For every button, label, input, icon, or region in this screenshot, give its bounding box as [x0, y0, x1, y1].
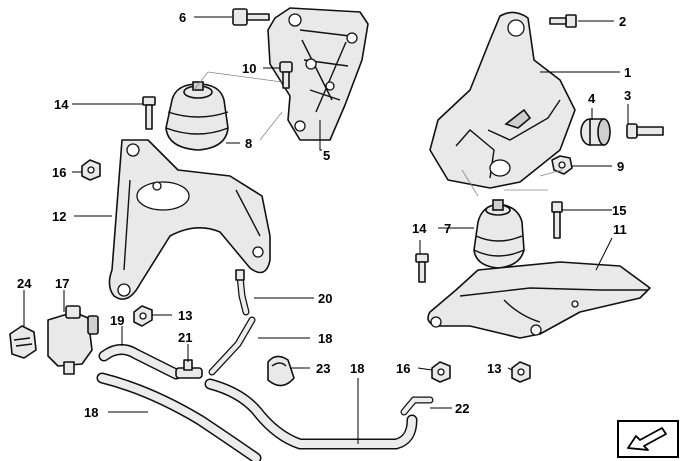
nut-9: [551, 155, 573, 175]
callout-18-right: 18: [350, 361, 364, 376]
bracket-1: [429, 11, 576, 189]
nut-16-left: [81, 159, 101, 181]
callout-17: 17: [55, 276, 69, 291]
callout-21: 21: [178, 330, 192, 345]
direction-arrow-icon: [617, 420, 679, 458]
callout-23: 23: [316, 361, 330, 376]
callout-13-left: 13: [178, 308, 192, 323]
solenoid-valve-17: [47, 305, 99, 375]
hose-18-long: [204, 378, 418, 450]
callout-24: 24: [17, 276, 32, 291]
callout-6: 6: [179, 10, 186, 25]
hose-18-lower: [96, 372, 262, 461]
callout-4: 4: [588, 91, 596, 106]
callout-18-mid: 18: [318, 331, 332, 346]
callout-20: 20: [318, 291, 332, 306]
hose-19: [98, 344, 182, 380]
callout-8: 8: [245, 136, 252, 151]
callout-1: 1: [624, 65, 631, 80]
bolt-3: [626, 123, 664, 139]
bracket-5: [267, 7, 369, 141]
callout-10: 10: [242, 61, 256, 76]
engine-mount-7: [473, 199, 525, 269]
callout-16-right: 16: [396, 361, 410, 376]
bolt-14-right: [415, 253, 429, 283]
callout-labels: 6 10 14 8 5 16 12 13 2 1 4 3 9 7 14 15 1…: [17, 10, 631, 420]
callout-14-left: 14: [54, 97, 69, 112]
callout-2: 2: [619, 14, 626, 29]
hose-18-mid: [208, 316, 256, 376]
clip-24: [9, 325, 37, 359]
bushing-4: [580, 118, 611, 146]
callout-14-right: 14: [412, 221, 427, 236]
callout-16-left: 16: [52, 165, 66, 180]
bolt-15: [551, 201, 563, 239]
bolt-10: [279, 61, 293, 89]
support-arm-12: [108, 139, 271, 300]
nut-13-right: [511, 361, 531, 383]
callout-9: 9: [617, 159, 624, 174]
callout-13-right: 13: [487, 361, 501, 376]
callout-3: 3: [624, 88, 631, 103]
line-20: [235, 269, 250, 316]
t-connector-21: [175, 359, 203, 379]
callout-11: 11: [613, 222, 627, 237]
nut-16-right: [431, 361, 451, 383]
bolt-14-left: [142, 96, 156, 130]
bolt-2: [549, 14, 577, 28]
leader-lines: [23, 16, 629, 444]
callout-7: 7: [444, 221, 451, 236]
callout-19: 19: [110, 313, 124, 328]
dashed-guides: [193, 71, 563, 197]
engine-mount-8: [165, 81, 229, 151]
callout-15: 15: [612, 203, 626, 218]
callout-18-left: 18: [84, 405, 98, 420]
elbow-22: [400, 396, 434, 416]
callout-5: 5: [323, 148, 330, 163]
support-arm-11: [427, 261, 651, 339]
callout-12: 12: [52, 209, 66, 224]
bolt-6: [232, 8, 270, 26]
callout-22: 22: [455, 401, 469, 416]
clamp-23: [267, 355, 295, 387]
nut-13-left: [133, 305, 153, 327]
